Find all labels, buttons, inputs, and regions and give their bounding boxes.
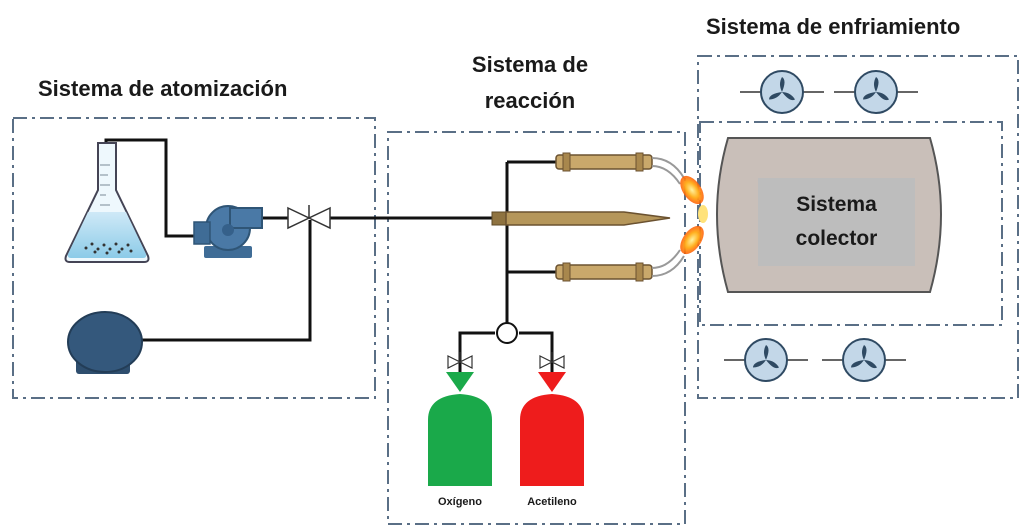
acetylene-label: Acetileno bbox=[527, 496, 577, 508]
cooling-title: Sistema de enfriamiento bbox=[706, 14, 961, 39]
flame-icon bbox=[680, 175, 708, 255]
atomization-title: Sistema de atomización bbox=[38, 76, 288, 101]
collector-chamber bbox=[716, 137, 942, 293]
acetylene-cylinder-icon bbox=[520, 372, 584, 486]
collector-frame-box bbox=[699, 121, 1003, 326]
collector-label: Sistema colector bbox=[758, 178, 915, 266]
pump-icon bbox=[193, 205, 263, 258]
oxygen-label: Oxígeno bbox=[437, 496, 482, 508]
reaction-title-line1: Sistema de bbox=[471, 52, 589, 77]
tank-icon bbox=[67, 311, 143, 374]
reaction-box bbox=[387, 131, 686, 525]
oxygen-cylinder-icon bbox=[428, 372, 492, 486]
collector-label-line1: Sistema bbox=[796, 193, 877, 216]
acetylene-valve-icon bbox=[539, 352, 565, 369]
fan-icon bbox=[724, 338, 808, 382]
fan-icon bbox=[822, 338, 906, 382]
burner-bottom bbox=[555, 249, 685, 282]
gas-junction bbox=[496, 322, 518, 344]
erlenmeyer-flask-icon bbox=[64, 142, 150, 263]
piping bbox=[104, 138, 556, 376]
valve-icon bbox=[287, 205, 331, 230]
collector-label-line2: colector bbox=[795, 227, 878, 250]
oxygen-valve-icon bbox=[447, 352, 473, 369]
fan-icon bbox=[740, 70, 824, 114]
burner-top bbox=[555, 152, 685, 185]
cooling-fans bbox=[724, 70, 918, 382]
atomization-box bbox=[12, 117, 376, 399]
reaction-title-line2: reacción bbox=[484, 88, 576, 113]
burner-center bbox=[491, 211, 671, 226]
fan-icon bbox=[834, 70, 918, 114]
